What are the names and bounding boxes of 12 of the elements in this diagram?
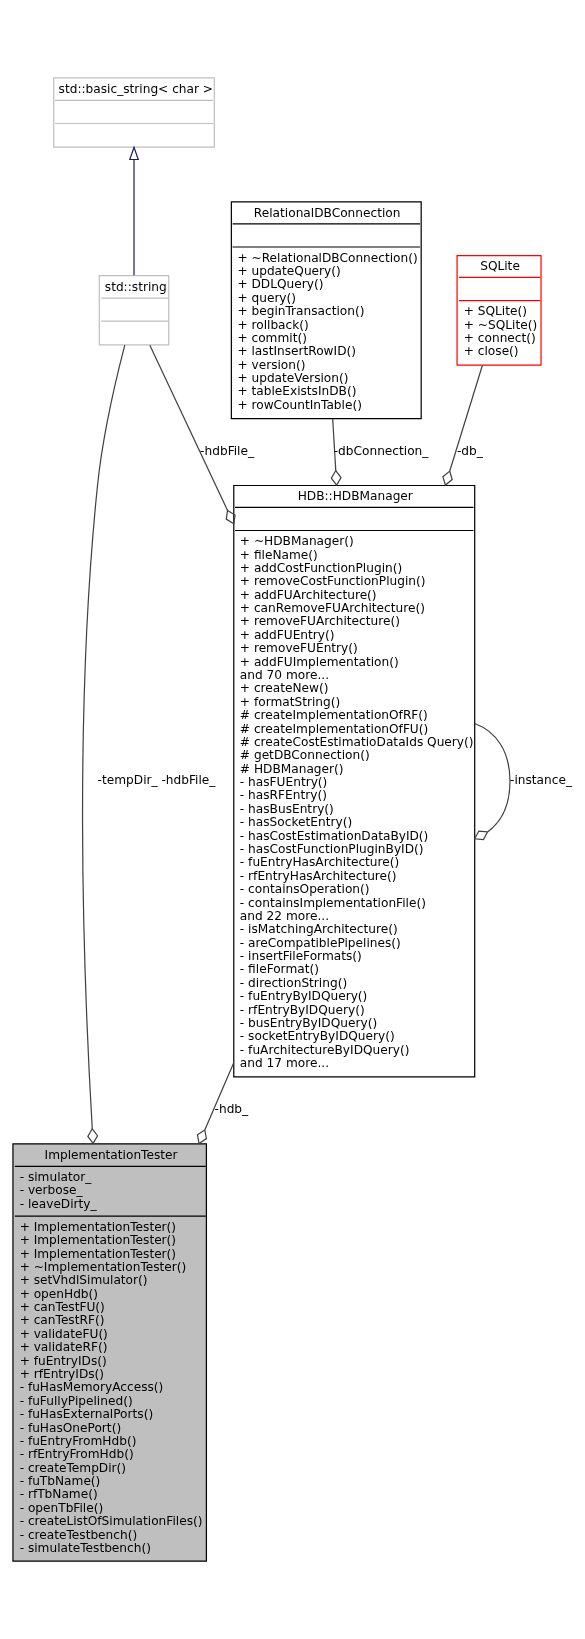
connector — [473, 722, 511, 841]
arrow — [128, 145, 140, 276]
connector — [442, 364, 484, 487]
edge-label: -instance_ — [510, 773, 573, 788]
edge-label: -hdb_ — [214, 1102, 249, 1117]
edge-label: -tempDir_ -hdbFile_ — [97, 773, 216, 788]
edge-label: -db_ — [456, 444, 483, 459]
edge-label: -hdbFile_ — [200, 444, 255, 459]
connector — [81, 344, 126, 1145]
connector — [196, 1062, 235, 1145]
connector — [330, 418, 342, 487]
connector — [149, 344, 236, 525]
